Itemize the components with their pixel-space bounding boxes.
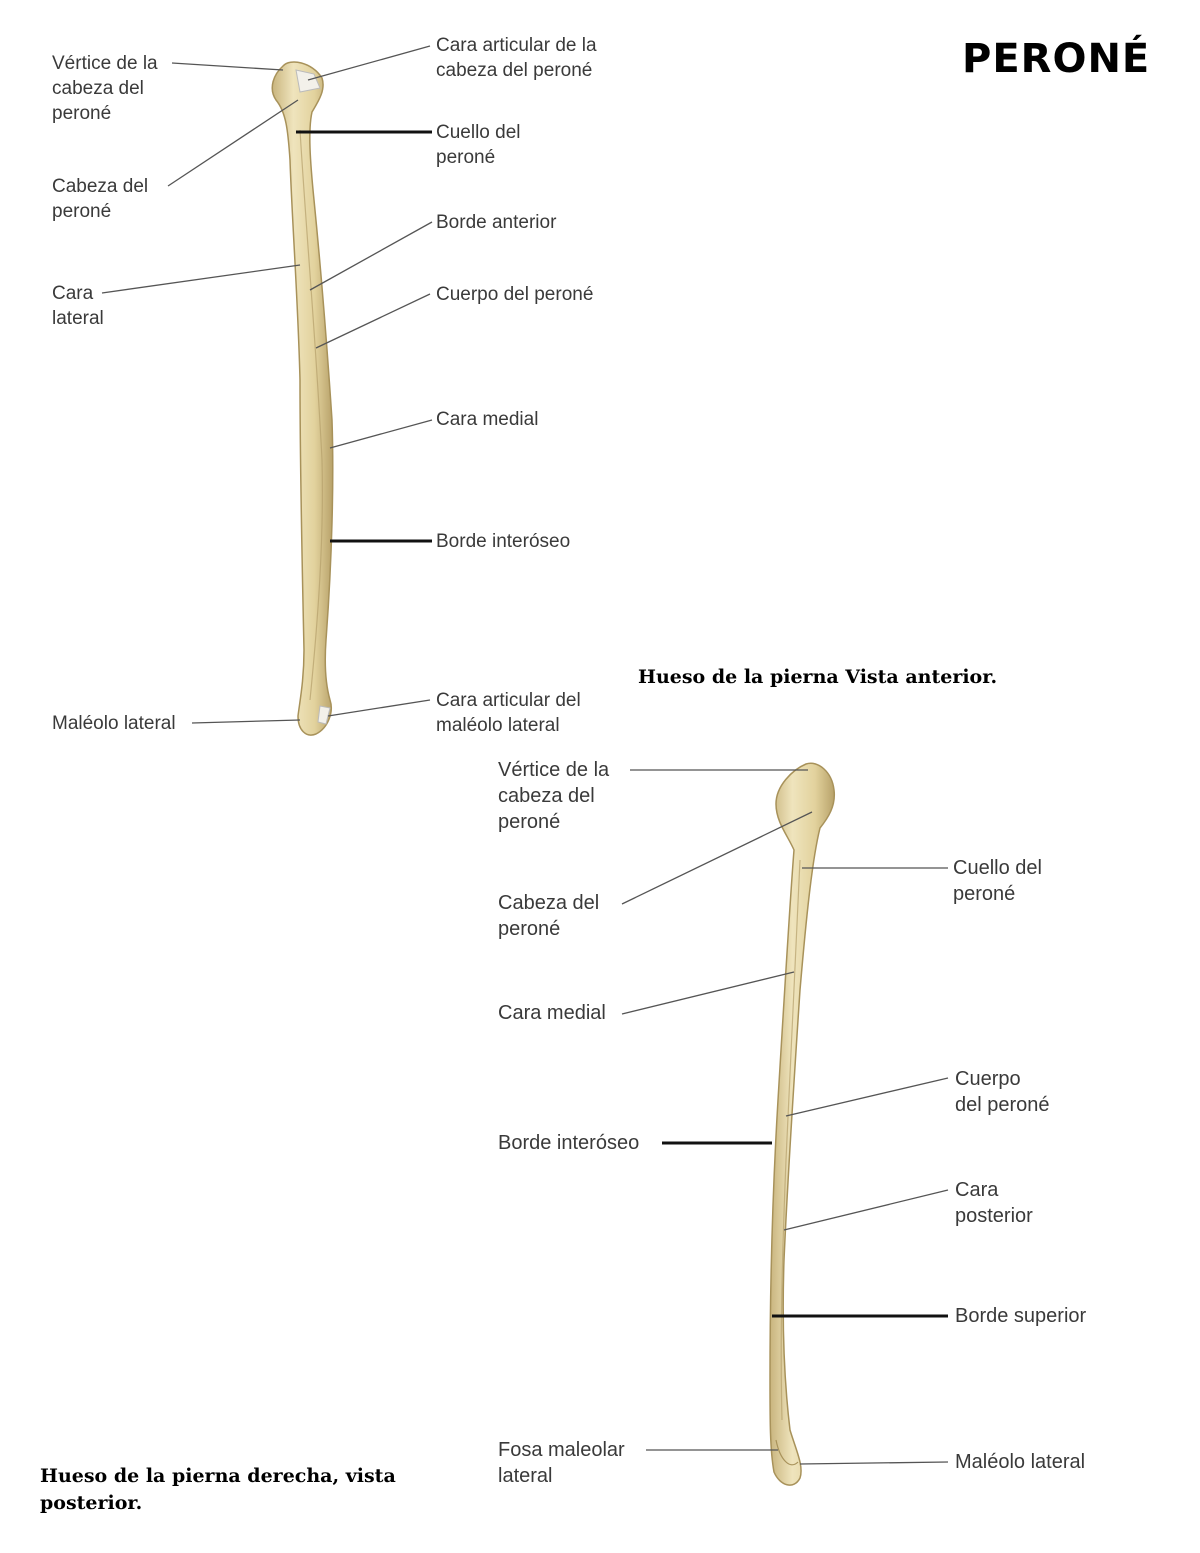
caption-posterior: Hueso de la pierna derecha, vista poster…: [40, 1465, 396, 1514]
label-borde-anterior: Borde anterior: [436, 212, 557, 233]
label-cara-articular-cabeza: Cara articular de la cabeza del peroné: [436, 35, 597, 81]
label-borde-interoseo-posterior: Borde interóseo: [498, 1132, 640, 1154]
label-cara-medial-posterior: Cara medial: [498, 1002, 606, 1024]
label-borde-superior: Borde superior: [955, 1305, 1087, 1327]
label-cuerpo-anterior: Cuerpo del peroné: [436, 284, 594, 305]
label-cuello-anterior: Cuello del peroné: [436, 122, 521, 168]
label-fosa-maleolar: Fosa maleolar lateral: [498, 1439, 625, 1487]
anterior-leader-lines: [101, 45, 433, 724]
label-cabeza-posterior: Cabeza del peroné: [498, 892, 600, 940]
page-title: PERONÉ: [962, 36, 1151, 82]
label-borde-interoseo-anterior: Borde interóseo: [436, 531, 571, 552]
label-cara-lateral-anterior: Cara lateral: [52, 283, 104, 329]
label-cabeza-anterior: Cabeza del peroné: [52, 176, 149, 222]
posterior-leader-lines: [621, 769, 949, 1465]
label-cuerpo-posterior: Cuerpo del peroné: [955, 1068, 1050, 1116]
label-cara-posterior: Cara posterior: [955, 1179, 1033, 1227]
label-maleolo-lateral-anterior: Maléolo lateral: [52, 713, 176, 734]
label-vertice-cabeza-posterior: Vértice de la cabeza del peroné: [498, 759, 610, 833]
caption-anterior: Hueso de la pierna Vista anterior.: [638, 666, 998, 688]
label-cara-articular-maleolo: Cara articular del maléolo lateral: [436, 690, 581, 736]
label-cuello-posterior: Cuello del peroné: [953, 857, 1042, 905]
label-maleolo-lateral-posterior: Maléolo lateral: [955, 1451, 1086, 1473]
fibula-posterior-bone: [769, 762, 836, 1486]
fibula-anterior-bone: [271, 61, 334, 736]
label-vertice-cabeza-anterior: Vértice de la cabeza del peroné: [52, 53, 158, 124]
label-cara-medial-anterior: Cara medial: [436, 409, 539, 430]
